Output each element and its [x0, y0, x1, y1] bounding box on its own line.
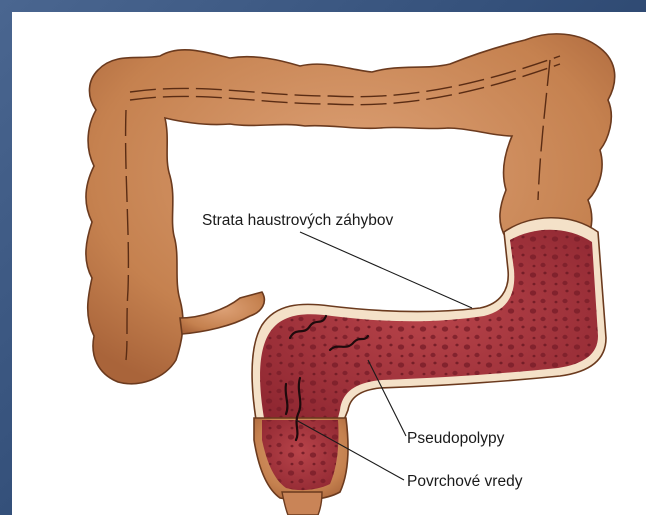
label-pseudopolyps: Pseudopolypy [407, 430, 504, 448]
diagram-frame: Strata haustrových záhybov Pseudopolypy … [12, 12, 646, 515]
label-haustra: Strata haustrových záhybov [202, 212, 393, 230]
label-ulcers: Povrchové vredy [407, 473, 522, 491]
diseased-colon [252, 218, 606, 515]
colon-illustration [12, 12, 646, 515]
